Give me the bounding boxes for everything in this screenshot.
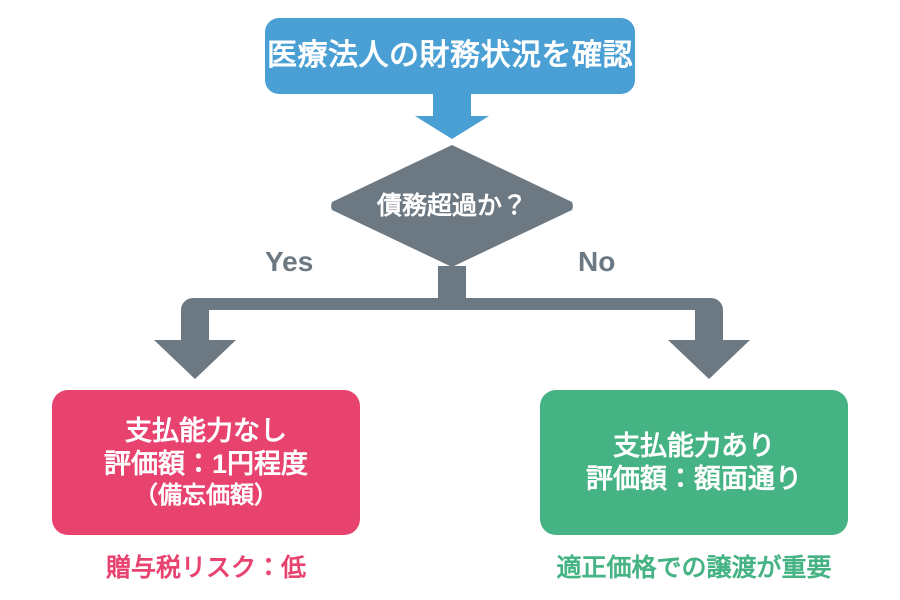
outcome-right-line-1: 支払能力あり [613, 430, 775, 461]
arrow-branch-yes [154, 310, 236, 379]
connector-split-bar [181, 298, 723, 326]
branch-label-yes: Yes [265, 246, 314, 277]
outcome-right-line-2: 評価額：額面通り [586, 463, 802, 494]
caption-fair-price-transfer: 適正価格での譲渡が重要 [556, 554, 832, 582]
outcome-left-line-1: 支払能力なし [125, 415, 287, 446]
connector-decision-stem [438, 266, 466, 298]
caption-gift-tax-risk: 贈与税リスク：低 [105, 554, 306, 582]
outcome-left-line-2: 評価額：1円程度 [103, 448, 309, 479]
outcome-box-no-payment-capacity[interactable]: 支払能力なし 評価額：1円程度 （備忘価額） [52, 390, 360, 535]
arrow-branch-no [668, 310, 750, 379]
decision-node-insolvency[interactable]: 債務超過か？ [325, 142, 579, 270]
diamond-shape [331, 145, 573, 267]
node-financial-check-label: 医療法人の財務状況を確認 [267, 39, 633, 72]
node-financial-check[interactable]: 医療法人の財務状況を確認 [265, 18, 635, 94]
outcome-left-line-3: （備忘価額） [134, 481, 278, 509]
arrow-top-to-decision [415, 93, 489, 139]
outcome-box-has-payment-capacity[interactable]: 支払能力あり 評価額：額面通り [540, 390, 848, 535]
branch-label-no: No [578, 246, 616, 277]
